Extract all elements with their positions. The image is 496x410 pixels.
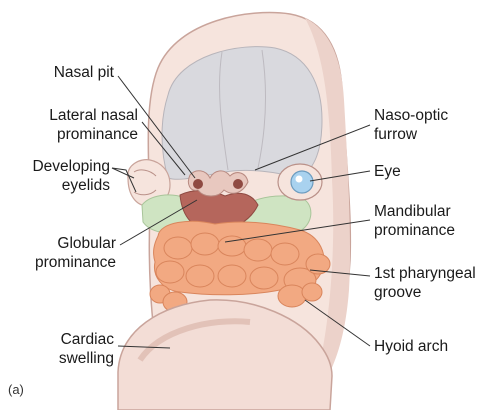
label-cardiac-line-2: swelling (0, 349, 114, 368)
label-pharyngeal-line-1: 1st pharyngeal (374, 264, 476, 283)
label-mandibular-line-1: Mandibular (374, 202, 455, 221)
label-developing-eyelids: Developing eyelids (0, 157, 110, 195)
label-cardiac-line-1: Cardiac (0, 330, 114, 349)
label-globular-prominance: Globular prominance (0, 234, 116, 272)
label-eyelids-line-2: eyelids (0, 176, 110, 195)
label-1st-pharyngeal-groove: 1st pharyngeal groove (374, 264, 476, 302)
label-naso-optic-line-1: Naso-optic (374, 106, 448, 125)
panel-label: (a) (8, 382, 24, 397)
label-eyelids-line-1: Developing (0, 157, 110, 176)
right-eye-highlight (296, 176, 303, 183)
label-naso-optic-furrow: Naso-optic furrow (374, 106, 448, 144)
label-cardiac-swelling: Cardiac swelling (0, 330, 114, 368)
label-nasal-pit: Nasal pit (10, 63, 114, 82)
right-eye (291, 171, 313, 193)
nasal-pit-left (193, 179, 203, 189)
label-pharyngeal-line-2: groove (374, 283, 476, 302)
label-lateral-nasal-line-1: Lateral nasal (0, 106, 138, 125)
label-globular-line-2: prominance (0, 253, 116, 272)
label-mandibular-line-2: prominance (374, 221, 455, 240)
nasal-pit-right (233, 179, 243, 189)
label-lateral-nasal-line-2: prominance (0, 125, 138, 144)
label-eye: Eye (374, 162, 401, 181)
label-hyoid-arch: Hyoid arch (374, 337, 448, 356)
label-mandibular-prominance: Mandibular prominance (374, 202, 455, 240)
label-globular-line-1: Globular (0, 234, 116, 253)
label-naso-optic-line-2: furrow (374, 125, 448, 144)
label-lateral-nasal-prominance: Lateral nasal prominance (0, 106, 138, 144)
